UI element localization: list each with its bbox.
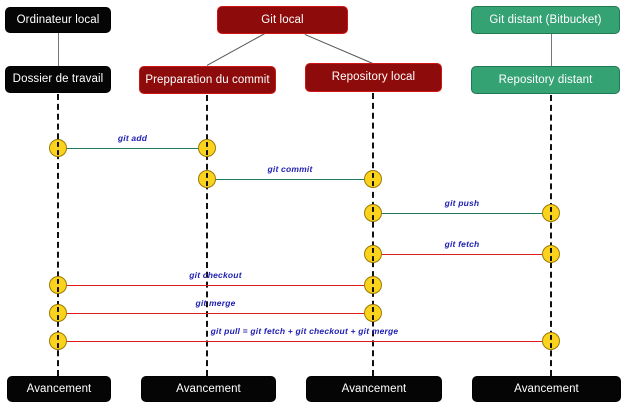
header-box-ordinateur-local: Ordinateur local	[5, 7, 111, 33]
actor-box-prepparation-du-commit: Prepparation du commit	[139, 66, 276, 94]
node-label: Avancement	[514, 382, 579, 395]
node-label: Dossier de travail	[12, 73, 104, 86]
message-label: git pull = git fetch + git checkout + gi…	[210, 326, 399, 336]
event-marker	[542, 204, 560, 222]
actor-box-dossier-de-travail: Dossier de travail	[5, 66, 111, 93]
node-label: Ordinateur local	[16, 13, 100, 26]
node-label: Avancement	[341, 382, 407, 395]
message-line	[207, 179, 373, 180]
message-label: git merge	[195, 298, 236, 308]
node-label: Avancement	[26, 382, 92, 395]
ordinateur-to-dossier	[58, 33, 59, 66]
lifeline-repository-distant	[550, 95, 552, 376]
gitlocal-to-repolocal	[304, 34, 373, 64]
footer-box-4-avancement: Avancement	[472, 376, 621, 402]
event-marker	[364, 204, 382, 222]
node-label: Avancement	[176, 382, 241, 395]
header-box-git-local: Git local	[217, 6, 348, 34]
message-label: git fetch	[444, 239, 480, 249]
message-line	[373, 254, 551, 255]
event-marker	[198, 139, 216, 157]
event-marker	[364, 304, 382, 322]
event-marker	[49, 332, 67, 350]
event-marker	[49, 139, 67, 157]
node-label: Prepparation du commit	[145, 73, 270, 86]
message-line	[58, 148, 207, 149]
event-marker	[364, 245, 382, 263]
event-marker	[198, 170, 216, 188]
lifeline-dossier-de-travail	[57, 94, 59, 376]
event-marker	[49, 276, 67, 294]
footer-box-1-avancement: Avancement	[7, 376, 111, 402]
node-label: Repository local	[331, 71, 416, 84]
message-label: git add	[117, 133, 148, 143]
node-label: Repository distant	[498, 73, 593, 86]
lifeline-preparation-du-commit	[206, 95, 208, 376]
message-line	[373, 213, 551, 214]
footer-box-2-avancement: Avancement	[141, 376, 276, 402]
gitdistant-to-repodistant	[551, 34, 552, 66]
message-label: git checkout	[189, 270, 242, 280]
message-label: git commit	[267, 164, 313, 174]
event-marker	[542, 332, 560, 350]
header-box-git-distant-bitbucket: Git distant (Bitbucket)	[471, 6, 620, 34]
message-line	[58, 341, 551, 342]
gitlocal-to-preparation	[206, 33, 265, 66]
node-label: Git local	[261, 13, 304, 26]
lifeline-repository-local	[372, 93, 374, 376]
event-marker	[364, 276, 382, 294]
event-marker	[49, 304, 67, 322]
actor-box-repository-local: Repository local	[305, 63, 442, 92]
message-label: git push	[444, 198, 480, 208]
event-marker	[542, 245, 560, 263]
message-line	[58, 313, 373, 314]
footer-box-3-avancement: Avancement	[306, 376, 442, 402]
node-label: Git distant (Bitbucket)	[489, 13, 602, 26]
event-marker	[364, 170, 382, 188]
actor-box-repository-distant: Repository distant	[471, 66, 620, 94]
message-line	[58, 285, 373, 286]
